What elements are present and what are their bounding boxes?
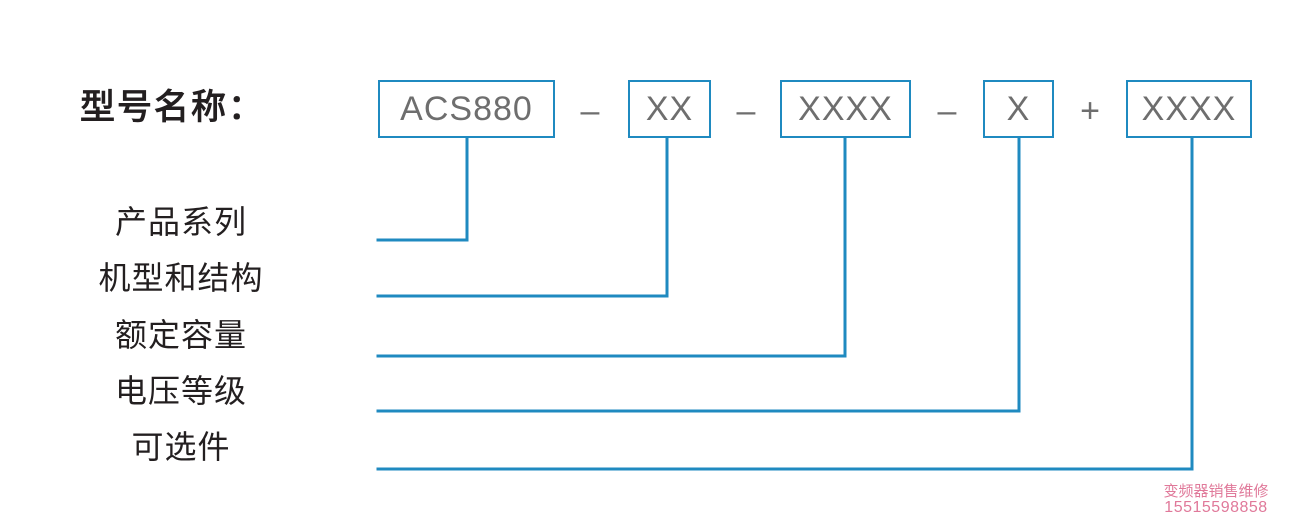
page-title: 型号名称：: [80, 88, 266, 127]
descriptor-label-rated-capacity: 额定容量: [114, 317, 247, 353]
dash-separator-icon: –: [937, 92, 957, 130]
leader-voltage-class: [376, 136, 1021, 413]
type-code-box-series: ACS880: [378, 80, 555, 138]
type-code-box-voltage: X: [983, 80, 1054, 138]
leader-frame-structure: [376, 136, 669, 298]
dash-separator-icon: –: [580, 92, 600, 130]
type-code-box-options: XXXX: [1126, 80, 1252, 138]
type-code-box-frame: XX: [628, 80, 711, 138]
descriptor-column: 产品系列机型和结构额定容量电压等级可选件: [66, 0, 296, 532]
type-code-box-rating: XXXX: [780, 80, 911, 138]
descriptor-label-voltage-class: 电压等级: [114, 373, 247, 409]
descriptor-label-product-series: 产品系列: [114, 204, 247, 240]
watermark: 变频器销售维修 15515598858: [1146, 484, 1286, 517]
plus-separator-icon: +: [1080, 92, 1100, 130]
leader-optional-parts: [376, 136, 1194, 471]
descriptor-label-frame-structure: 机型和结构: [98, 260, 264, 296]
watermark-phone: 15515598858: [1164, 498, 1268, 516]
leader-product-series: [376, 136, 469, 242]
leader-rated-capacity: [376, 136, 847, 358]
watermark-text: 变频器销售维修: [1163, 483, 1269, 500]
dash-separator-icon: –: [736, 92, 756, 130]
descriptor-label-optional-parts: 可选件: [131, 429, 231, 465]
